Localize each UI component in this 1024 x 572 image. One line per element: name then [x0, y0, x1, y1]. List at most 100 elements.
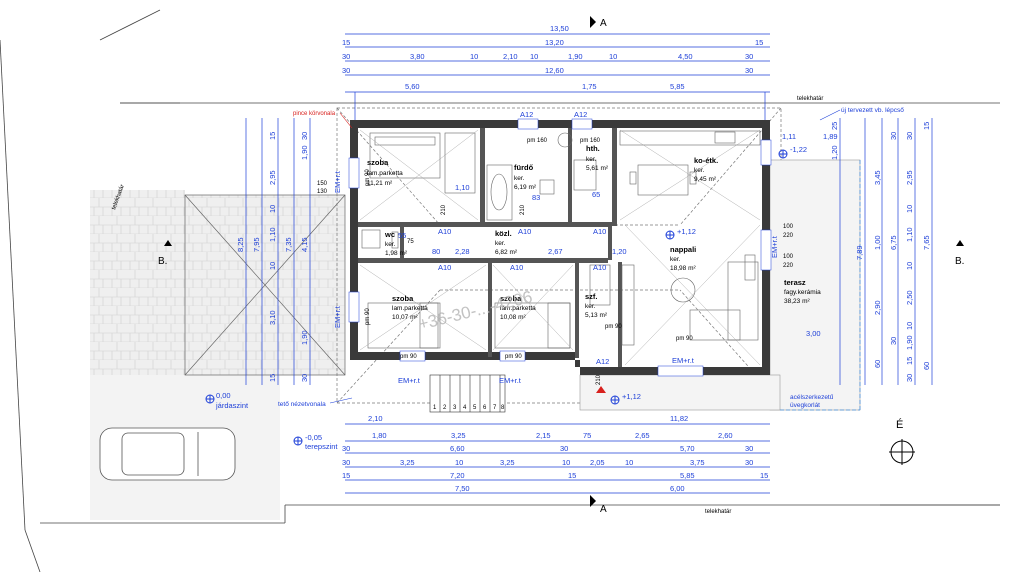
- dim-text: 3,80: [410, 52, 425, 61]
- stair-number: 8: [501, 405, 505, 411]
- opening-labels: A12 A12 A10 A10 A10 A10 A10 A10 A12 EM+r…: [333, 110, 779, 385]
- dim-text: 1,89: [823, 132, 838, 141]
- svg-text:11,21 m²: 11,21 m²: [367, 180, 393, 187]
- dim-text: 6,00: [670, 484, 685, 493]
- entrance-arrow-icon: [596, 386, 606, 393]
- svg-text:pm 90: pm 90: [505, 354, 522, 360]
- dim-text: 15: [342, 38, 350, 47]
- dim-text: 3,45: [873, 170, 882, 185]
- level-marker-icon: [205, 394, 215, 404]
- svg-text:wc: wc: [384, 230, 395, 239]
- room-ko-etk: ko-étk. ker. 9,45 m²: [694, 156, 718, 183]
- dim-text: 2,95: [268, 170, 277, 185]
- terrace: [579, 159, 861, 411]
- svg-text:210: 210: [441, 204, 447, 215]
- pince-label: pince körvonala: [293, 111, 336, 117]
- dim-text: 1,90: [300, 145, 309, 160]
- dim-text: 5,85: [670, 82, 685, 91]
- dim-text: 30: [745, 66, 753, 75]
- stair-number: 4: [463, 405, 467, 411]
- dim-text: 1,20: [830, 145, 839, 160]
- dim-text: 3,00: [806, 329, 821, 338]
- dim-text: 15: [905, 357, 914, 365]
- small-dimensions: 1,10 83 65 2,28 2,67 1,20 80 55 75 pm 16…: [317, 138, 794, 385]
- right-dimensions: 25 1,20 3,45 1,00 2,90 60 30 6,75 30 30 …: [782, 122, 931, 382]
- dim-text: 30: [889, 132, 898, 140]
- svg-text:5,13 m²: 5,13 m²: [585, 312, 608, 319]
- dim-text: 6,60: [450, 444, 465, 453]
- svg-text:1,98 m²: 1,98 m²: [385, 250, 408, 257]
- svg-text:80: 80: [432, 247, 440, 256]
- dim-text: 30: [342, 66, 350, 75]
- room-wc: wc ker. 1,98 m²: [384, 230, 408, 257]
- dim-text: 2,50: [905, 290, 914, 305]
- svg-text:A10: A10: [593, 227, 606, 236]
- openings: [348, 118, 772, 377]
- svg-text:75: 75: [407, 239, 414, 245]
- dim-text: 3,10: [268, 310, 277, 325]
- dim-text: 10: [530, 52, 538, 61]
- teto-label: tető nézetvonala: [278, 401, 326, 408]
- svg-text:pm 90: pm 90: [400, 354, 417, 360]
- dim-text: 2,95: [905, 170, 914, 185]
- svg-text:A10: A10: [510, 263, 523, 272]
- room-szf: szf. ker. 5,13 m²: [585, 292, 608, 319]
- dim-text: 3,25: [400, 458, 415, 467]
- dim-text: 5,85: [680, 471, 695, 480]
- svg-text:A10: A10: [438, 263, 451, 272]
- dim-text: 30: [745, 458, 753, 467]
- svg-text:szoba: szoba: [392, 294, 414, 303]
- dim-text: 7,89: [855, 245, 864, 260]
- jardaszint-value: 0,00: [216, 391, 231, 400]
- dim-text: 12,60: [545, 66, 564, 75]
- dim-text: 7,65: [922, 235, 931, 250]
- svg-text:ker.: ker.: [694, 167, 705, 174]
- svg-text:ker.: ker.: [586, 156, 597, 163]
- svg-text:EM+r.t: EM+r.t: [398, 376, 421, 385]
- svg-text:150: 150: [317, 181, 328, 187]
- svg-text:lam.parketta: lam.parketta: [500, 305, 536, 312]
- svg-text:lam.parketta: lam.parketta: [367, 170, 403, 177]
- level-marker-icon: [665, 230, 675, 240]
- dim-text: 15: [268, 374, 277, 382]
- site-boundary: [0, 9, 1000, 572]
- svg-text:220: 220: [783, 233, 794, 239]
- svg-text:hth.: hth.: [586, 144, 600, 153]
- dim-text: 30: [300, 374, 309, 382]
- svg-text:1,10: 1,10: [455, 183, 470, 192]
- dim-text: 3,25: [500, 458, 515, 467]
- dim-text: 75: [583, 431, 591, 440]
- stair-number: 7: [493, 405, 497, 411]
- room-szoba-3: szoba lam.parketta 10,08 m²: [500, 294, 536, 321]
- svg-text:1,20: 1,20: [612, 247, 627, 256]
- lepcso-label: új tervezett vb. lépcső: [841, 107, 904, 114]
- svg-text:65: 65: [592, 190, 600, 199]
- dim-text: 13,50: [550, 24, 569, 33]
- level-icons: [205, 149, 788, 446]
- dim-text: 30: [342, 444, 350, 453]
- svg-text:fürdő: fürdő: [514, 163, 534, 172]
- stair-number: 3: [453, 405, 457, 411]
- dimension-lines: [245, 33, 933, 494]
- dim-text: 1,90: [568, 52, 583, 61]
- dim-text: 13,20: [545, 38, 564, 47]
- svg-text:6,19 m²: 6,19 m²: [514, 184, 537, 191]
- svg-text:83: 83: [532, 193, 540, 202]
- dim-text: 2,05: [590, 458, 605, 467]
- svg-text:100: 100: [783, 254, 794, 260]
- room-nappali: nappali ker. 18,98 m²: [670, 245, 696, 272]
- svg-text:210: 210: [596, 374, 602, 385]
- dim-text: 7,20: [450, 471, 465, 480]
- svg-text:210: 210: [520, 204, 526, 215]
- room-kozl: közl. ker. 6,82 m²: [495, 229, 518, 256]
- dim-text: 2,90: [873, 300, 882, 315]
- left-dimensions: 8,25 7,95 15 2,95 10 1,10 10 3,10 15 7,3…: [236, 132, 309, 382]
- svg-text:szf.: szf.: [585, 292, 598, 301]
- svg-text:A12: A12: [520, 110, 533, 119]
- svg-text:10,08 m²: 10,08 m²: [500, 314, 526, 321]
- svg-text:pm 90: pm 90: [605, 324, 622, 330]
- dim-text: 2,65: [635, 431, 650, 440]
- svg-text:5,61 m²: 5,61 m²: [586, 165, 609, 172]
- dim-text: 60: [873, 360, 882, 368]
- jardaszint-label: járdaszint: [215, 401, 249, 410]
